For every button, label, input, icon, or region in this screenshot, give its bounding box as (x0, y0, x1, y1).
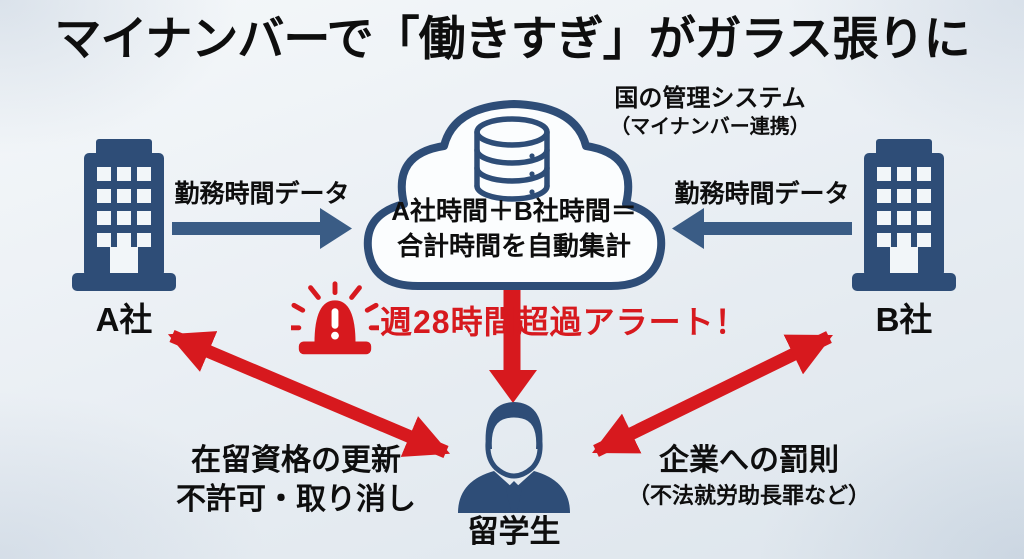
arrow-a-to-cloud-icon (172, 208, 352, 249)
arrow-b-to-cloud-icon (672, 208, 852, 249)
page-title: マイナンバーで「働きすぎ」がガラス張りに (54, 12, 970, 65)
system-label-line-1: 国の管理システム (614, 85, 806, 112)
consequence-right-line-1: 企業への罰則 (659, 444, 839, 477)
alert-text: 週28時間超過アラート！ (380, 304, 748, 340)
formula-line-2: 合計時間を自動集計 (396, 231, 631, 261)
system-label: 国の管理システム （マイナンバー連携） (578, 84, 842, 140)
consequence-left-line-1: 在留資格の更新 (191, 444, 401, 477)
system-label-line-2: （マイナンバー連携） (610, 116, 810, 138)
company-a-label: A社 (95, 301, 153, 338)
cloud-formula: A社時間＋B社時間＝ 合計時間を自動集計 (370, 194, 658, 264)
building-b-icon (852, 139, 956, 291)
company-b-label: B社 (875, 301, 933, 338)
alert-down-arrow (489, 284, 537, 403)
formula-line-1: A社時間＋B社時間＝ (391, 196, 637, 226)
work-hours-label-a: 勤務時間データ (174, 180, 350, 208)
consequence-right-line-2: （不法就労助長罪など） (627, 483, 870, 508)
cloud-icon (363, 100, 666, 290)
double-arrow-company-a-student (167, 330, 451, 458)
work-hours-label-b: 勤務時間データ (674, 180, 850, 208)
siren-icon (291, 281, 379, 355)
consequence-right: 企業への罰則 （不法就労助長罪など） (598, 441, 900, 512)
building-a-icon (72, 139, 176, 291)
database-icon (474, 116, 550, 202)
double-arrow-company-b-student (592, 331, 833, 457)
consequence-left-line-2: 不許可・取り消し (176, 483, 416, 516)
person-icon (458, 402, 570, 513)
consequence-left: 在留資格の更新 不許可・取り消し (140, 441, 452, 519)
student-label: 留学生 (467, 514, 561, 549)
